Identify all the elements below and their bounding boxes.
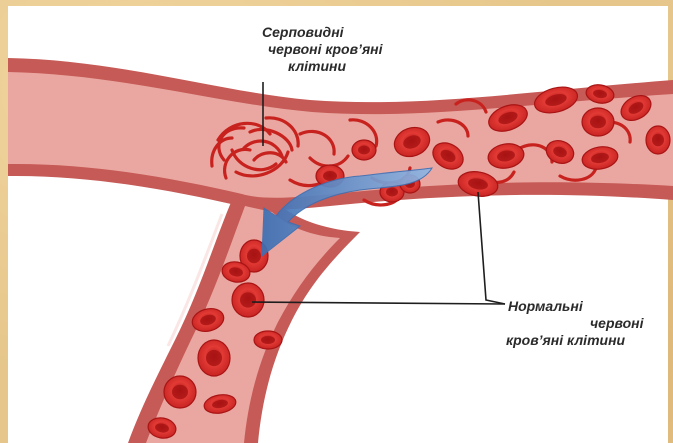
normal-label-line-3: кров’яні клітини — [506, 332, 644, 349]
normal-red-blood-cell — [254, 331, 282, 349]
normal-label-line-1: Нормальні — [508, 298, 644, 315]
normal-cell-label: Нормальні червоні кров’яні клітини — [508, 298, 644, 349]
normal-leader-line-top — [478, 192, 505, 304]
normal-label-line-2: червоні — [508, 315, 644, 332]
normal-red-blood-cell — [198, 340, 230, 376]
normal-red-blood-cell — [582, 108, 614, 136]
sickle-label-line-3: клітини — [262, 58, 383, 75]
normal-red-blood-cell — [352, 140, 376, 160]
normal-red-blood-cell — [164, 376, 196, 408]
sickle-label-line-2: червоні кров’яні — [262, 41, 383, 58]
normal-red-blood-cell — [232, 283, 264, 317]
normal-red-blood-cell — [646, 126, 670, 154]
sickle-label-line-1: Серповидні — [262, 24, 383, 41]
sickle-cell-label: Серповидні червоні кров’яні клітини — [262, 24, 383, 75]
